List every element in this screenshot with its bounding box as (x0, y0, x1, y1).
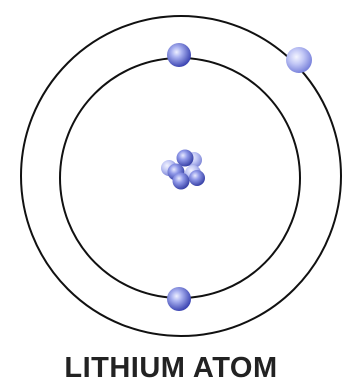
electron-inner-bottom (167, 287, 191, 311)
nucleon (173, 173, 190, 190)
nucleon (189, 170, 205, 186)
nucleon (177, 150, 194, 167)
diagram-title: LITHIUM ATOM (0, 352, 342, 384)
nucleus (161, 150, 205, 190)
electron-outer (286, 47, 312, 73)
electron-inner-top (167, 43, 191, 67)
